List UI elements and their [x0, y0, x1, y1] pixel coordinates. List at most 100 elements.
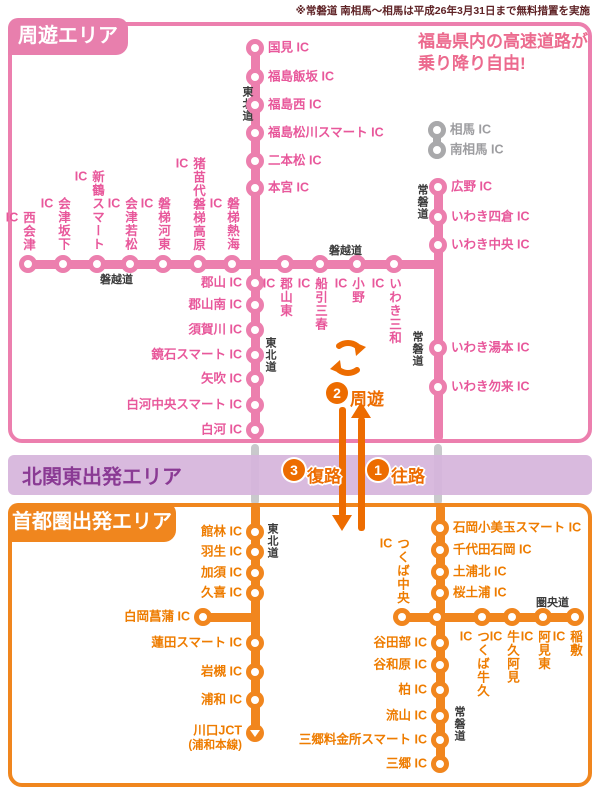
- station-label-ic: IC: [520, 630, 534, 643]
- station-node: [431, 755, 449, 773]
- station-label-ic: IC: [379, 536, 393, 550]
- station-node: [246, 584, 264, 602]
- station-node: [429, 378, 447, 396]
- shutoken-area-box: [8, 503, 592, 787]
- station-label-ic: IC: [489, 630, 503, 643]
- station-node: [534, 608, 552, 626]
- road-name-label: 常磐道: [416, 184, 428, 220]
- station-node: [431, 541, 449, 559]
- station-node: [19, 255, 37, 273]
- toll-free-notice: ※常磐道 南相馬～相馬は平成26年3月31日まで無料措置を実施: [295, 5, 590, 17]
- station-label: 鏡石スマート IC: [151, 347, 242, 362]
- station-label-ic: IC: [552, 630, 566, 643]
- station-label: 白河 IC: [201, 422, 242, 437]
- station-label: 浦和 IC: [201, 692, 242, 707]
- station-node: [246, 523, 264, 541]
- station-label-line: 川口JCT: [193, 723, 242, 738]
- station-node: [431, 681, 449, 699]
- station-label: 本宮 IC: [268, 180, 309, 195]
- station-label: 館林 IC: [201, 524, 242, 539]
- station-node: [429, 236, 447, 254]
- station-sublabel: (浦和本線): [188, 739, 242, 752]
- station-label: 千代田石岡 IC: [453, 542, 532, 557]
- station-node: [431, 584, 449, 602]
- station-label: 流山 IC: [386, 708, 427, 723]
- station-node: [429, 208, 447, 226]
- station-node: [246, 663, 264, 681]
- station-node: [246, 124, 264, 142]
- station-label: 白岡菖蒲 IC: [124, 609, 190, 624]
- headline-line1: 福島県内の高速道路が: [418, 32, 588, 51]
- station-node: [276, 255, 294, 273]
- station-label-ic: IC: [74, 170, 88, 183]
- return-label: 復路: [307, 467, 341, 486]
- station-label: 谷田部 IC: [373, 635, 427, 650]
- station-node: [246, 274, 264, 292]
- station-node: [246, 96, 264, 114]
- station-label: 蓮田スマート IC: [151, 635, 242, 650]
- station-node: [431, 656, 449, 674]
- tour-area-title: 周遊エリア: [18, 25, 118, 47]
- station-label-ic: IC: [371, 277, 385, 290]
- station-node: [246, 634, 264, 652]
- station-node: [88, 255, 106, 273]
- station-label-ic: IC: [175, 156, 189, 170]
- station-node: [246, 296, 264, 314]
- road-name-label: 東北道: [266, 523, 278, 559]
- route-line-joban-toll-free: [433, 121, 441, 159]
- route-line-tohoku-north: [251, 44, 260, 441]
- station-label: 福島松川スマート IC: [268, 125, 384, 140]
- station-label: いわき四倉 IC: [451, 209, 530, 224]
- station-node: [246, 68, 264, 86]
- station-label: 土浦北 IC: [453, 564, 507, 579]
- shutoken-area-tab: 首都圏出発エリア: [8, 503, 176, 542]
- station-node: [431, 634, 449, 652]
- station-node: [246, 564, 264, 582]
- station-node: [121, 255, 139, 273]
- station-node: [54, 255, 72, 273]
- station-label: 矢吹 IC: [201, 371, 242, 386]
- station-node: [246, 179, 264, 197]
- station-label: 三郷 IC: [386, 756, 427, 771]
- station-label: 羽生 IC: [201, 544, 242, 559]
- station-node: [393, 608, 411, 626]
- tour-number-badge: 2: [326, 382, 348, 404]
- return-number-badge: 3: [283, 459, 305, 481]
- outbound-label: 往路: [391, 467, 425, 486]
- station-label: 二本松 IC: [268, 153, 322, 168]
- station-label: 岩槻 IC: [201, 664, 242, 679]
- station-label: 南相馬 IC: [450, 142, 504, 157]
- station-label: 須賀川 IC: [188, 322, 242, 337]
- road-name-label: 常磐道: [411, 331, 423, 367]
- up-arrow-icon: [351, 402, 371, 418]
- station-label-ic: IC: [40, 197, 54, 210]
- station-label: 桜土浦 IC: [453, 585, 507, 600]
- road-name-label: 圏央道: [536, 597, 569, 609]
- station-label: 福島飯坂 IC: [268, 69, 334, 84]
- triangle-down-icon: [250, 730, 260, 737]
- station-node: [246, 346, 264, 364]
- station-node: [246, 691, 264, 709]
- station-label: 久喜 IC: [201, 585, 242, 600]
- station-label: 三郷料金所スマート IC: [298, 732, 427, 747]
- station-node: [246, 724, 264, 742]
- station-node: [503, 608, 521, 626]
- station-node: [429, 178, 447, 196]
- station-node: [385, 255, 403, 273]
- station-label: いわき勿来 IC: [451, 379, 530, 394]
- station-label-ic: IC: [140, 197, 154, 210]
- station-label: いわき中央 IC: [451, 237, 530, 252]
- station-node: [431, 731, 449, 749]
- station-label: 白河中央スマート IC: [126, 397, 242, 412]
- station-label: 相馬 IC: [450, 122, 491, 137]
- headline-line2: 乗り降り自由!: [418, 54, 526, 73]
